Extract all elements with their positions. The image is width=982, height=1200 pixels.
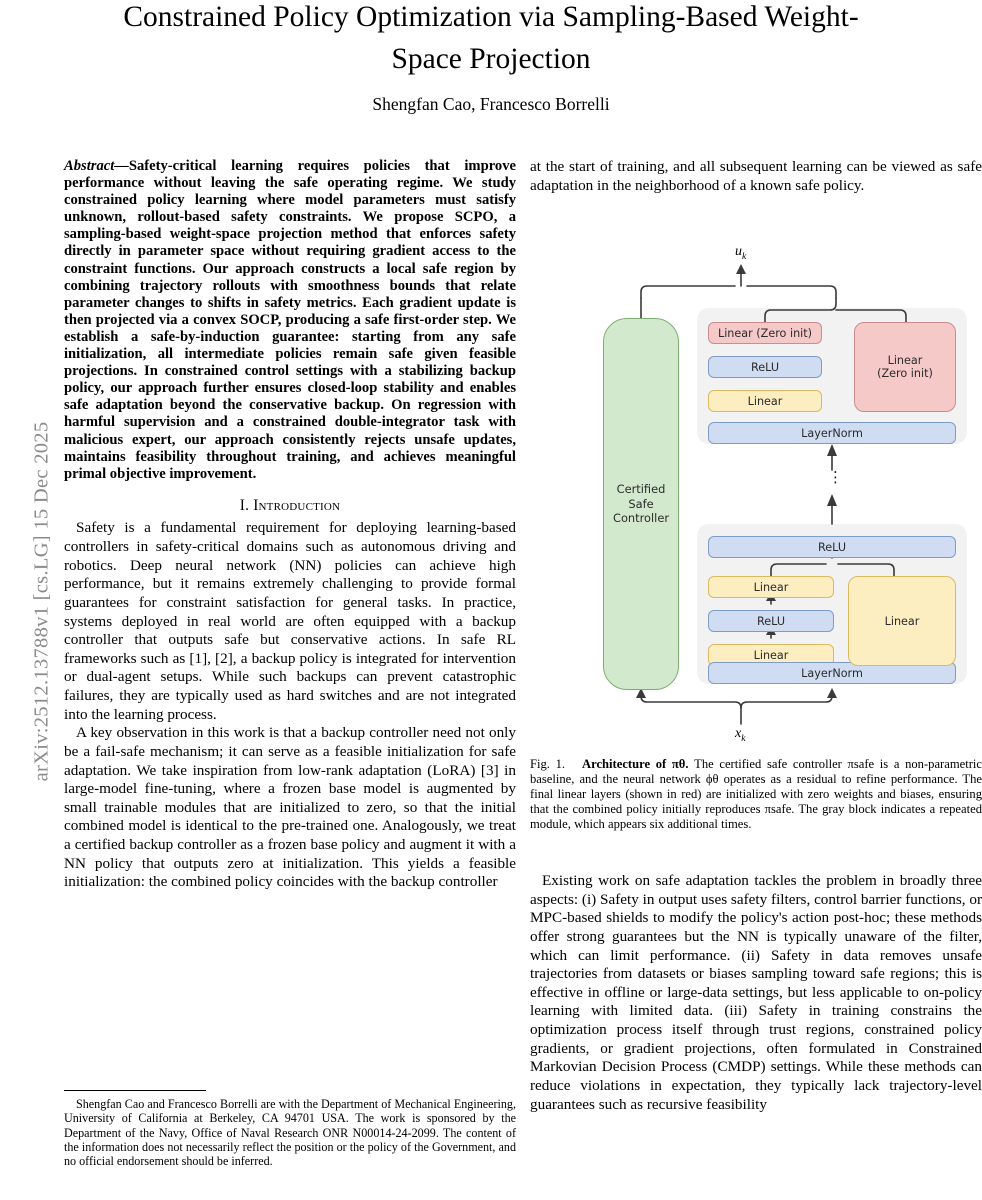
certified-line-1: Certified: [616, 482, 666, 497]
figure-wires: [636, 264, 911, 725]
author-affiliation-footnote: Shengfan Cao and Francesco Borrelli are …: [64, 1089, 516, 1169]
right-column-lower: Existing work on safe adaptation tackles…: [530, 872, 982, 1114]
authors-line: Shengfan Cao, Francesco Borrelli: [372, 94, 610, 114]
intro-paragraph-3: Existing work on safe adaptation tackles…: [530, 872, 982, 1113]
figure-1-caption: Fig. 1. Architecture of πθ. The certifie…: [530, 757, 982, 832]
figure-caption-bold: Architecture of πθ.: [582, 757, 689, 771]
figure-output-label: uk: [735, 244, 747, 262]
intro-paragraph-1: Safety is a fundamental requirement for …: [64, 519, 516, 723]
abstract-body: Safety-critical learning requires polici…: [64, 158, 516, 482]
certified-line-3: Controller: [612, 511, 670, 526]
abstract-lead: Abstract—: [64, 158, 129, 174]
top-side-linear-zero-init-box: Linear (Zero init): [854, 322, 956, 412]
top-linear-box: Linear: [708, 390, 822, 412]
abstract: Abstract—Safety-critical learning requir…: [64, 158, 516, 483]
figure-input-label: xk: [735, 726, 746, 744]
repeated-linear-upper-box: Linear: [708, 576, 834, 598]
figure-1-architecture: uk: [530, 244, 982, 746]
top-side-linear-label: Linear: [887, 354, 923, 367]
footnote-text: Shengfan Cao and Francesco Borrelli are …: [64, 1097, 516, 1169]
section-heading-introduction: I. Introduction: [239, 496, 341, 514]
top-layernorm-box: LayerNorm: [708, 422, 956, 444]
repeated-layernorm-box: LayerNorm: [708, 662, 956, 684]
intro-paragraph-2: A key observation in this work is that a…: [64, 724, 516, 891]
top-side-zero-init-label: (Zero init): [877, 367, 933, 380]
intro-paragraph-2-continued: at the start of training, and all subseq…: [530, 158, 982, 194]
repeated-side-linear-box: Linear: [848, 576, 956, 666]
arxiv-stamp: arXiv:2512.13788v1 [cs.LG] 15 Dec 2025: [30, 421, 53, 782]
left-column: Abstract—Safety-critical learning requir…: [64, 158, 516, 892]
top-linear-zero-init-box: Linear (Zero init): [708, 322, 822, 344]
figure-caption-text: The certified safe controller πsafe is a…: [530, 757, 982, 831]
page-title: Constrained Policy Optimization via Samp…: [123, 1, 859, 75]
figure-label: Fig. 1.: [530, 757, 566, 771]
top-relu-box: ReLU: [708, 356, 822, 378]
repeated-linear-lower-box: Linear: [708, 644, 834, 666]
certified-safe-controller-block: Certified Safe Controller: [603, 318, 679, 690]
right-column: at the start of training, and all subseq…: [530, 158, 982, 195]
repeated-relu-box: ReLU: [708, 610, 834, 632]
repeated-relu-top-box: ReLU: [708, 536, 956, 558]
certified-line-2: Safe: [628, 496, 654, 511]
repeated-module-ellipsis: ⋮: [828, 468, 843, 486]
